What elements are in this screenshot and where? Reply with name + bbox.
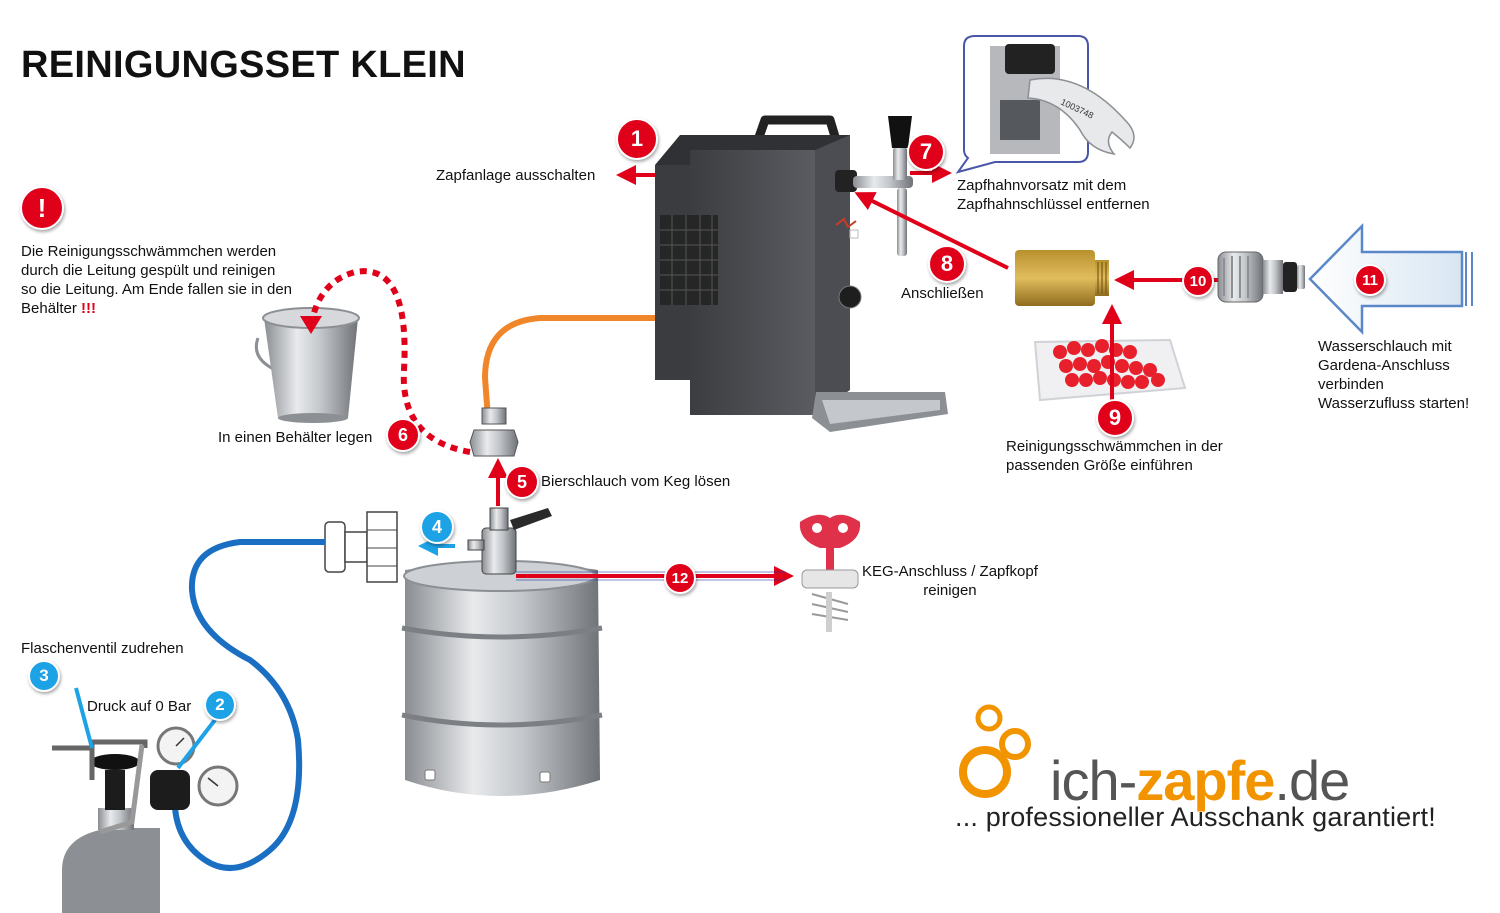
warning-text: Die Reinigungsschwämmchen werden durch d… xyxy=(21,242,292,318)
co2-bottle xyxy=(52,726,239,913)
step-1-badge: 1 xyxy=(616,118,658,160)
step-9-badge: 9 xyxy=(1096,399,1134,437)
logo-tagline: ... professioneller Ausschank garantiert… xyxy=(955,802,1436,832)
step-2-badge: 2 xyxy=(204,689,236,721)
wrench-callout: 1003748 xyxy=(955,35,1135,174)
logo-prefix: ich- xyxy=(1050,749,1137,812)
step-4-badge: 4 xyxy=(420,510,454,544)
step-5-label: Bierschlauch vom Keg lösen xyxy=(541,473,731,490)
step-1-label: Zapfanlage ausschalten xyxy=(436,167,596,184)
gas-coupling xyxy=(324,511,398,583)
step-5-badge: 5 xyxy=(505,465,539,499)
step-7-label: Zapfhahnvorsatz mit dem Zapfhahnschlüsse… xyxy=(957,177,1150,213)
gardena-connector xyxy=(1217,251,1305,303)
water-inflow-arrow xyxy=(1308,222,1464,336)
beer-hose xyxy=(481,315,655,419)
brand-logo: ich-zapfe.de ... professioneller Ausscha… xyxy=(955,700,1475,840)
step-2-label: Druck auf 0 Bar xyxy=(87,698,192,715)
step-11-label: Wasserschlauch mit Gardena-Anschluss ver… xyxy=(1318,338,1470,412)
gas-hose xyxy=(172,539,325,871)
sponge-path-arrow xyxy=(308,268,471,455)
step-6-label: In einen Behälter legen xyxy=(218,429,373,446)
dispenser-illustration xyxy=(655,115,948,432)
step-3-label: Flaschenventil zudrehen xyxy=(21,640,184,657)
step-9-label: Reinigungsschwämmchen in der passenden G… xyxy=(1006,438,1223,474)
logo-bubbles xyxy=(959,704,1031,798)
logo-highlight: zapfe xyxy=(1136,749,1275,812)
step-6-badge: 6 xyxy=(386,418,420,452)
hose-coupling xyxy=(469,407,519,457)
step-3-badge: 3 xyxy=(28,660,60,692)
step-10-badge: 10 xyxy=(1182,265,1214,297)
warning-text-body: Die Reinigungsschwämmchen werden durch d… xyxy=(21,243,293,317)
brass-adapter xyxy=(1015,250,1109,306)
step-8-label: Anschließen xyxy=(901,285,984,302)
step-11-badge: 11 xyxy=(1354,264,1386,296)
blue-arrows xyxy=(74,536,455,770)
page-title: REINIGUNGSSET KLEIN xyxy=(21,44,466,86)
step-12-badge: 12 xyxy=(664,562,696,594)
logo-suffix: .de xyxy=(1274,749,1350,812)
step-8-badge: 8 xyxy=(928,245,966,283)
warning-badge: ! xyxy=(20,186,64,230)
step-7-badge: 7 xyxy=(907,133,945,171)
cleaning-brush xyxy=(799,514,861,632)
keg-coupler xyxy=(467,507,552,575)
bucket-illustration xyxy=(254,307,360,423)
logo-wordmark: ich-zapfe.de xyxy=(1050,748,1350,813)
warning-emphasis: !!! xyxy=(81,300,97,317)
step-12-label: KEG-Anschluss / Zapfkopf reinigen xyxy=(862,563,1038,599)
keg-illustration xyxy=(401,560,603,796)
